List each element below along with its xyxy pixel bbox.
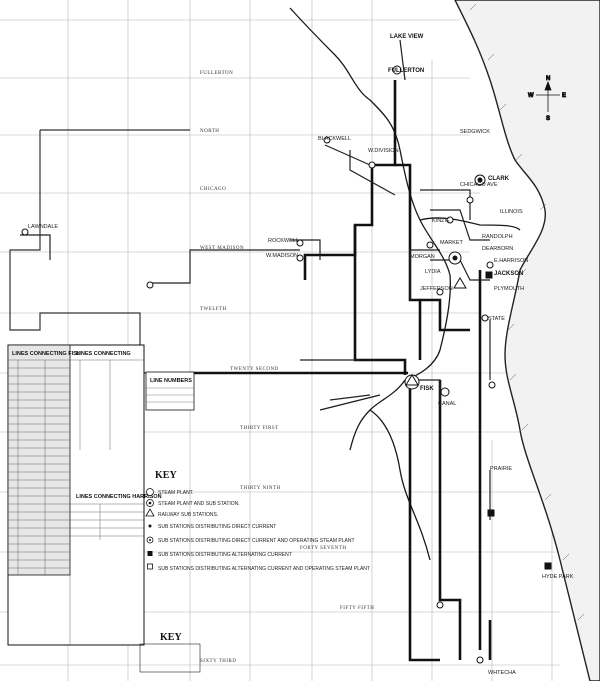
station-state-south [488, 381, 496, 389]
station-kinzie [446, 216, 454, 224]
lake-michigan [454, 0, 600, 681]
station-hyde-park [544, 562, 552, 570]
street-forty-seventh: FORTY SEVENTH [300, 546, 346, 551]
street-chicago: CHICAGO [200, 187, 226, 192]
street-north: NORTH [200, 129, 219, 134]
key-item-5: SUB STATIONS DISTRIBUTING DIRECT CURRENT… [158, 538, 355, 544]
key-item-7: SUB STATIONS DISTRIBUTING ALTERNATING CU… [158, 566, 370, 572]
label-hyde-park: HYDE PARK [542, 574, 574, 580]
station-rockwell [296, 239, 304, 247]
label-canal: CANAL [438, 401, 456, 407]
station-morgan [426, 241, 434, 249]
key-title: KEY [155, 470, 177, 481]
station-jackson [485, 271, 493, 279]
label-division: W.DIVISION [368, 148, 399, 154]
transmission-lines-light [20, 39, 491, 520]
label-harrison: E.HARRISON [494, 258, 528, 264]
label-jackson: JACKSON [494, 271, 523, 277]
label-market: MARKET [440, 240, 464, 246]
label-prairie: PRAIRIE [490, 466, 512, 472]
label-kinzie: KINZIE [432, 218, 450, 224]
station-lydia-triangle [453, 277, 467, 289]
station-division [368, 161, 376, 169]
key-item-4: SUB STATIONS DISTRIBUTING DIRECT CURRENT [158, 524, 276, 530]
station-state [481, 314, 489, 322]
key-steam-plant-symbol [146, 488, 154, 496]
key-title-lower: KEY [160, 632, 182, 643]
chicago-river [289, 7, 521, 561]
street-thirty-first: THIRTY FIRST [240, 426, 279, 431]
street-fifty-fifth: FIFTY FIFTH [340, 606, 374, 611]
label-clark: CLARK [488, 176, 510, 182]
stations [21, 65, 552, 664]
street-twelfth: TWELFTH [200, 307, 227, 312]
label-blackwell: BLACKWELL [318, 136, 351, 142]
label-fisk: FISK [420, 386, 434, 392]
lines-connecting-tables: LINES CONNECTING FISK LINES CONNECTING [7, 344, 195, 646]
compass-n: N [546, 76, 550, 82]
compass-s: S [546, 116, 550, 122]
key-item-2: STEAM PLANT AND SUB STATION. [158, 501, 240, 507]
table-header-right: LINES CONNECTING [76, 351, 131, 357]
label-lake-view: LAKE VIEW [390, 34, 424, 40]
station-labels: LAKE VIEW FULLERTON W.DIVISION BLACKWELL… [28, 34, 574, 676]
label-dearborn: DEARBORN [482, 246, 513, 252]
compass-rose: N S E W [528, 76, 567, 123]
station-fullerton [392, 65, 402, 75]
station-west-small [146, 281, 154, 289]
station-chicago-ave [466, 196, 474, 204]
label-randolph: RANDOLPH [482, 234, 513, 240]
station-lawndale [21, 228, 29, 236]
label-chicago-ave: CHICAGO AVE [460, 182, 498, 188]
label-morgan: MORGAN [410, 254, 435, 260]
compass-w: W [528, 93, 534, 99]
station-blackwell [323, 136, 331, 144]
station-harrison [486, 261, 494, 269]
key-item-6: SUB STATIONS DISTRIBUTING ALTERNATING CU… [158, 552, 292, 558]
street-sixty-third: SIXTY THIRD [200, 659, 236, 664]
table-header-harrison: LINES CONNECTING HARRISON [76, 494, 162, 500]
map-key: KEY STEAM PLANT. STEAM PLANT AND SUB STA… [139, 470, 370, 673]
label-jefferson: JEFFERSON [420, 286, 453, 292]
station-canal [440, 387, 450, 397]
label-fullerton: FULLERTON [388, 68, 424, 74]
key-item-1: STEAM PLANT. [158, 490, 194, 496]
station-south-chicago [436, 601, 444, 609]
label-state: STATE [488, 316, 505, 322]
label-lydia: LYDIA [425, 269, 441, 275]
table-header-fisk: LINES CONNECTING FISK [12, 351, 81, 357]
label-whitechapel: WHTECHA [488, 670, 516, 676]
label-w-madison: W.MADISON [266, 253, 298, 259]
street-west-madison: WEST MADISON [200, 246, 244, 251]
transmission-lines [190, 80, 492, 662]
table-header-line-numbers: LINE NUMBERS [150, 378, 192, 384]
key-item-3: RAILWAY SUB STATIONS. [158, 512, 218, 518]
station-w-madison [296, 254, 304, 262]
label-sedgwick: SEDGWICK [460, 129, 490, 135]
label-rockwell: ROCKWELL [268, 238, 299, 244]
label-illinois: ILLINOIS [500, 209, 523, 215]
label-plymouth: PLYMOUTH [494, 286, 524, 292]
street-fullerton: FULLERTON [200, 71, 233, 76]
station-whitechapel [476, 656, 484, 664]
label-lawndale: LAWNDALE [28, 224, 58, 230]
compass-e: E [562, 93, 566, 99]
station-prairie [487, 509, 495, 517]
street-twenty-second: TWENTY SECOND [230, 367, 279, 372]
station-jefferson [436, 288, 444, 296]
street-labels: FULLERTON NORTH CHICAGO WEST MADISON TWE… [200, 71, 374, 664]
street-thirty-ninth: THIRTY NINTH [240, 486, 281, 491]
